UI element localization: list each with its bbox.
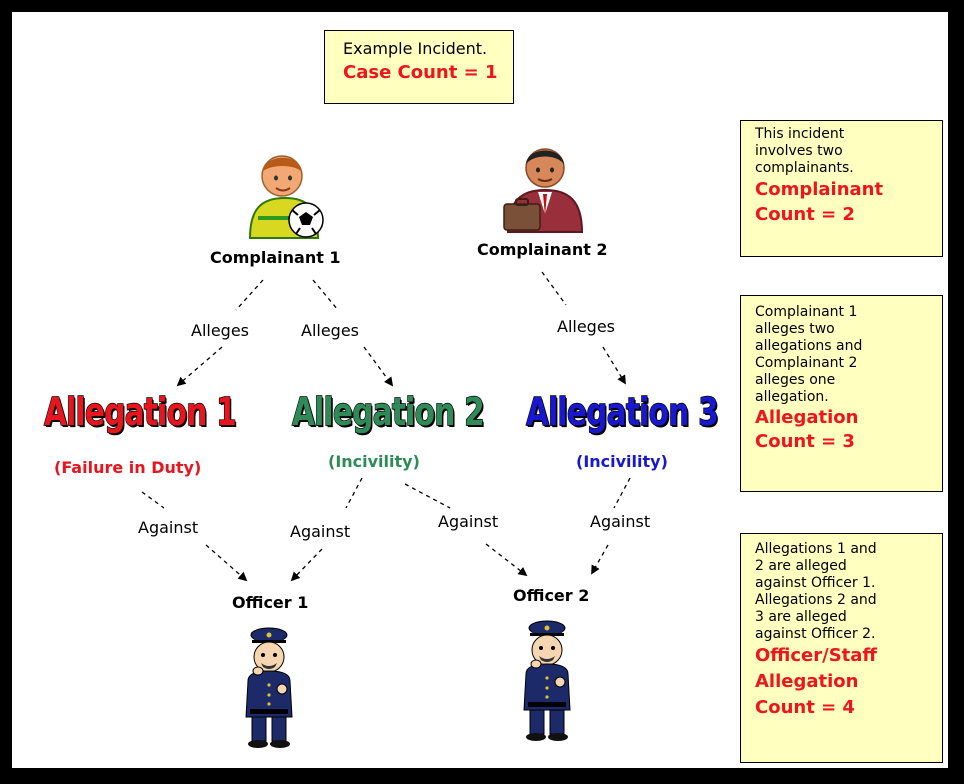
edge-against-4-to-o2 xyxy=(591,544,609,575)
note-line: 2 are alleged xyxy=(755,558,847,574)
soccer-player-person-icon xyxy=(248,155,324,239)
note-line: allegation. xyxy=(755,389,829,405)
edge-against-3-to-o2 xyxy=(485,543,528,577)
note-line: complainants. xyxy=(755,160,854,176)
note-line: against Officer 1. xyxy=(755,575,876,591)
note-line: Complainant 1 xyxy=(755,304,858,320)
edge-against-1-to-o1 xyxy=(205,544,248,582)
allegation-3-category: (Incivility) xyxy=(576,452,668,471)
note-line: Allegations 1 and xyxy=(755,541,877,557)
against-label-2: Against xyxy=(290,522,351,541)
edge-alleges-2-to-a2 xyxy=(363,346,394,387)
against-label-3: Against xyxy=(438,512,499,531)
note-line: involves two xyxy=(755,143,843,159)
officer-allegation-count: Count = 4 xyxy=(755,697,855,718)
note-line: alleges two xyxy=(755,321,835,337)
allegation-1-title: Allegation 1 xyxy=(43,389,237,434)
alleges-label-2: Alleges xyxy=(301,321,360,340)
allegation-count: Allegation xyxy=(755,407,859,428)
complainant-count: Count = 2 xyxy=(755,204,855,225)
edge-a2-to-against-3 xyxy=(404,483,451,509)
allegation-count: Count = 3 xyxy=(755,431,855,452)
alleges-label-3: Alleges xyxy=(557,317,616,336)
allegation-3-title: Allegation 3 xyxy=(525,389,719,434)
officer-allegation-count: Officer/Staff xyxy=(755,645,878,666)
note-line: against Officer 2. xyxy=(755,626,876,642)
edge-against-2-to-o1 xyxy=(290,548,323,582)
allegation-2-title: Allegation 2 xyxy=(291,389,485,434)
edge-alleges-1-to-a1 xyxy=(176,346,223,387)
edge-c1-to-alleges-1 xyxy=(235,279,264,311)
edge-a3-to-against-4 xyxy=(613,477,631,509)
incident-box: Example Incident. Case Count = 1 xyxy=(324,30,514,104)
case-count: Case Count = 1 xyxy=(343,62,498,83)
officer-2-label: Officer 2 xyxy=(513,586,590,605)
edge-c1-to-alleges-2 xyxy=(312,279,339,311)
officer-allegation-count: Allegation xyxy=(755,671,859,692)
alleges-label-1: Alleges xyxy=(191,321,250,340)
note-line: alleges one xyxy=(755,372,836,388)
allegation-2-category: (Incivility) xyxy=(328,452,420,471)
against-label-1: Against xyxy=(138,518,199,537)
note-line: allegations and xyxy=(755,338,863,354)
incident-title: Example Incident. xyxy=(343,39,488,58)
edge-a2-to-against-2 xyxy=(345,477,363,509)
note-line: This incident xyxy=(755,126,845,142)
officer-allegation-count-note: Allegations 1 and 2 are alleged against … xyxy=(740,533,943,763)
edge-c2-to-alleges-3 xyxy=(541,271,567,306)
note-line: 3 are alleged xyxy=(755,609,847,625)
complainant-1-label: Complainant 1 xyxy=(210,248,341,267)
police-officer-icon xyxy=(245,627,293,748)
officer-1-label: Officer 1 xyxy=(232,593,309,612)
against-label-4: Against xyxy=(590,512,651,531)
businessman-with-briefcase-icon xyxy=(503,148,584,233)
allegation-count-note: Complainant 1 alleges two allegations an… xyxy=(740,295,943,492)
edge-alleges-3-to-a3 xyxy=(602,346,626,385)
edge-a1-to-against-1 xyxy=(141,491,165,509)
complainant-count-note: This incident involves two complainants.… xyxy=(740,120,943,257)
complainant-2-label: Complainant 2 xyxy=(477,240,608,259)
police-officer-icon xyxy=(523,620,571,741)
note-line: Allegations 2 and xyxy=(755,592,877,608)
complainant-count: Complainant xyxy=(755,179,884,200)
note-line: Complainant 2 xyxy=(755,355,858,371)
allegation-1-category: (Failure in Duty) xyxy=(54,458,202,477)
